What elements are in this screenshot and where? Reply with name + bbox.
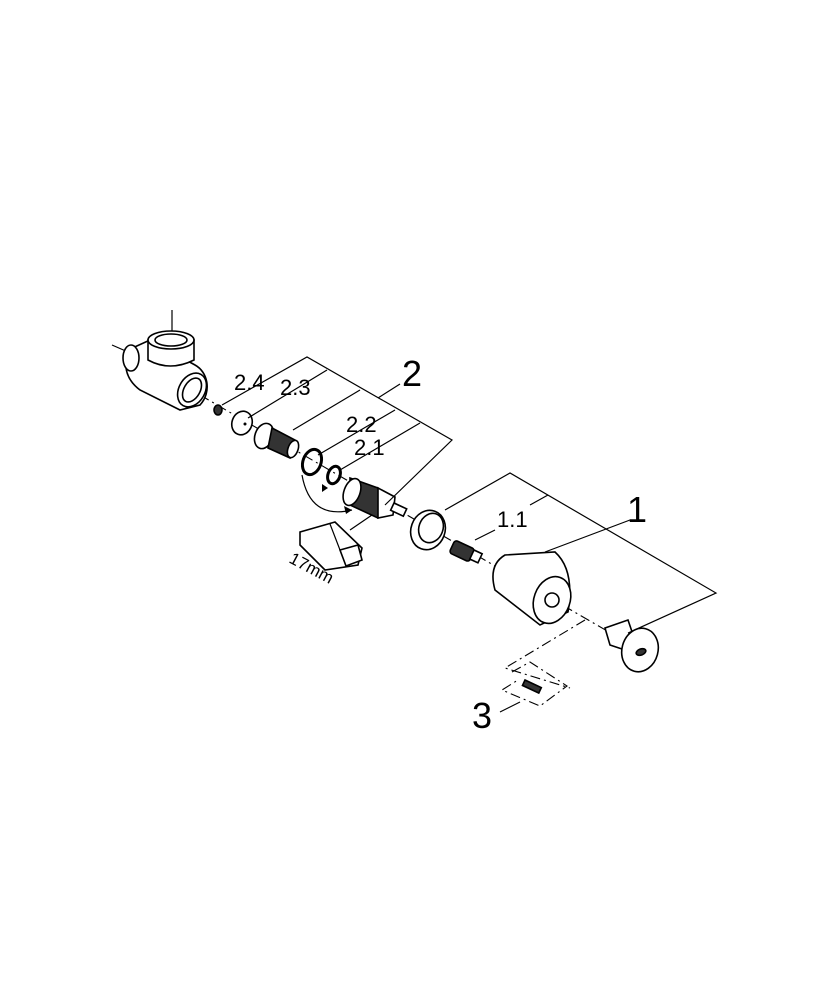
part-3-screw-box — [499, 619, 586, 713]
part-2-3 — [230, 410, 254, 436]
o-ring-large — [300, 447, 324, 477]
group-2-bracket — [221, 356, 453, 506]
part-1-1 — [449, 540, 484, 564]
label-2-3: 2.3 — [280, 375, 311, 400]
label-2-1: 2.1 — [354, 435, 385, 460]
wrench-17mm — [299, 514, 373, 571]
label-group-3: 3 — [472, 695, 492, 736]
group-1-bracket — [444, 472, 718, 634]
handle-knob — [492, 551, 572, 626]
index-cap — [604, 618, 660, 673]
label-group-1: 1 — [627, 489, 647, 530]
label-2-2: 2.2 — [346, 412, 377, 437]
label-2-4: 2.4 — [234, 370, 265, 395]
label-1-1: 1.1 — [497, 507, 528, 532]
arrow-icon — [301, 474, 353, 513]
part-2-4 — [213, 404, 223, 416]
part-2-2 — [253, 422, 300, 460]
valve-body — [111, 310, 208, 411]
cartridge — [342, 476, 408, 520]
part-2-1-o-ring — [326, 464, 342, 486]
trim-ring — [409, 509, 447, 551]
label-group-2: 2 — [402, 353, 422, 394]
